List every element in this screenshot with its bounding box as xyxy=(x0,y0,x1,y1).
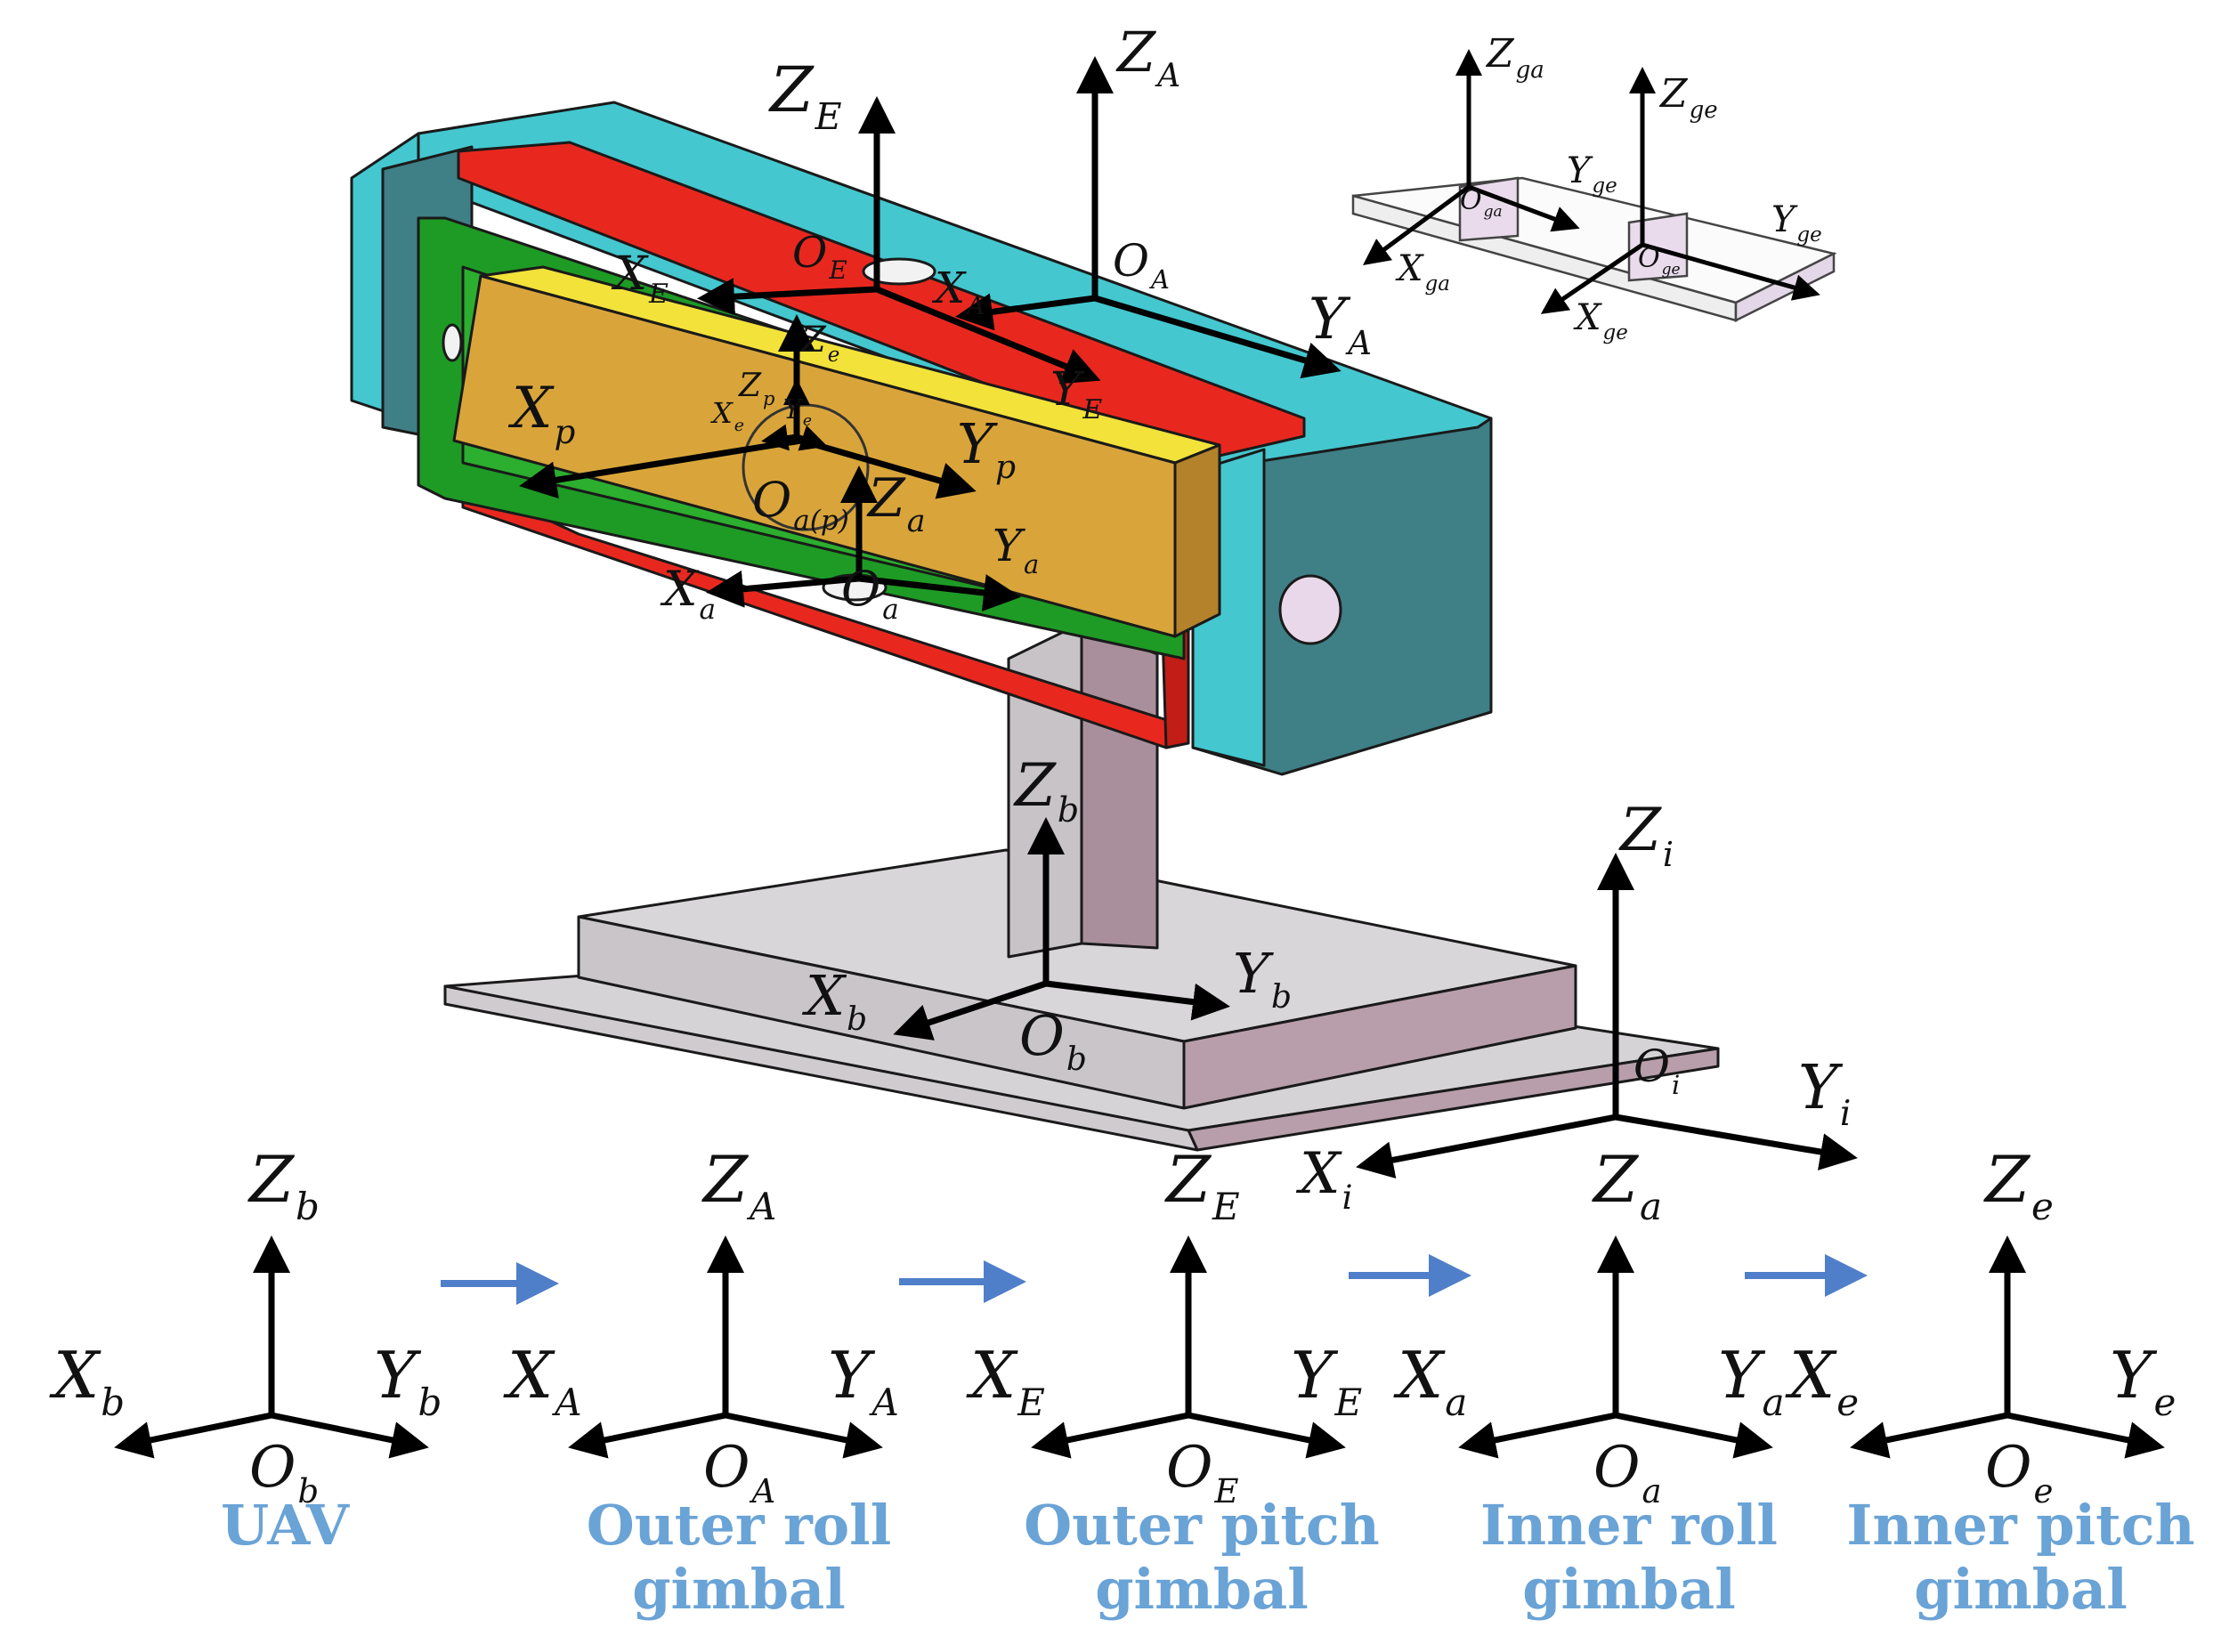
chain-label-o-1: Ob xyxy=(249,1435,319,1510)
label-YE: YE xyxy=(1050,363,1102,425)
chain-caption-2-line-2: gimbal xyxy=(632,1557,846,1622)
chain-label-y-4: Ya xyxy=(1718,1338,1785,1424)
inset-gimbal-sketch xyxy=(1351,176,1837,323)
chain-label-z-2: ZA xyxy=(701,1142,776,1228)
inset-label-Zga: Zga xyxy=(1485,31,1544,84)
label-XA: XA xyxy=(931,263,985,320)
label-Xa: Xa xyxy=(660,561,716,626)
label-Za: Za xyxy=(866,467,926,539)
chain-label-y-1: Yb xyxy=(374,1338,442,1424)
chain-axis-x-3 xyxy=(1031,1412,1189,1459)
chain-label-o-5: Oe xyxy=(1985,1435,2053,1510)
label-ZA: ZA xyxy=(1115,20,1180,94)
chain-axis-y-3 xyxy=(1188,1412,1346,1459)
label-YA: YA xyxy=(1309,287,1372,362)
inset-label-Xge: Xge xyxy=(1573,297,1628,344)
chain-caption-4-line-2: gimbal xyxy=(1522,1557,1736,1622)
label-Oap: Oa(p) xyxy=(752,472,849,537)
model-axes xyxy=(519,56,1858,1178)
inset-label-Xga: Xga xyxy=(1395,248,1450,296)
inset-axes xyxy=(1362,49,1820,314)
chain-caption-3-line-2: gimbal xyxy=(1095,1557,1309,1622)
chain-caption-1-line-1: UAV xyxy=(221,1493,350,1558)
label-Zp: Zp xyxy=(738,368,774,409)
chain-caption-2-line-1: Outer roll xyxy=(587,1493,892,1558)
chain-caption-5-line-2: gimbal xyxy=(1914,1557,2128,1622)
label-ZE: ZE xyxy=(768,53,842,138)
chain-axis-x-1 xyxy=(114,1412,272,1459)
label-Xb: Xb xyxy=(802,963,867,1038)
chain-label-z-4: Za xyxy=(1592,1142,1662,1228)
chain-label-x-1: Xb xyxy=(49,1338,125,1424)
chain-label-y-3: YE xyxy=(1291,1338,1362,1424)
label-Yb: Yb xyxy=(1233,941,1292,1016)
label-Yi: Yi xyxy=(1798,1053,1851,1134)
chain-axis-y-2 xyxy=(725,1412,883,1459)
chain-label-x-3: XE xyxy=(966,1338,1045,1424)
label-OE: OE xyxy=(792,228,847,285)
label-XE: XE xyxy=(611,247,669,310)
label-Ob: Ob xyxy=(1019,1003,1087,1078)
chain-caption-5-line-1: Inner pitch xyxy=(1846,1493,2194,1558)
chain-caption-4-line-1: Inner roll xyxy=(1480,1493,1778,1558)
label-Ze: Ze xyxy=(799,320,839,367)
chain-axis-x-4 xyxy=(1458,1412,1617,1459)
label-OA: OA xyxy=(1113,235,1170,295)
label-Zi: Zi xyxy=(1618,796,1674,874)
inset-label-Yge2: Yge xyxy=(1771,199,1822,247)
chain-label-x-5: Xe xyxy=(1785,1338,1859,1424)
label-Oi: Oi xyxy=(1633,1041,1680,1100)
inset-label-Zge: Zge xyxy=(1658,71,1718,124)
label-Oa: Oa xyxy=(841,561,899,626)
label-Zb: Zb xyxy=(1013,751,1079,830)
chain-label-o-2: OA xyxy=(703,1435,775,1510)
chain-axis-y-5 xyxy=(2006,1412,2165,1459)
label-Xi: Xi xyxy=(1295,1141,1352,1217)
label-Yp: Yp xyxy=(957,411,1016,486)
base-block xyxy=(577,848,1577,1110)
chain-axis-y-1 xyxy=(271,1412,429,1459)
chain-caption-3-line-1: Outer pitch xyxy=(1024,1493,1380,1558)
chain-label-x-4: Xa xyxy=(1393,1338,1467,1424)
chain-axis-x-5 xyxy=(1850,1412,2008,1459)
chain-label-z-5: Ze xyxy=(1983,1142,2054,1228)
chain-axis-x-2 xyxy=(568,1412,726,1459)
chain-label-y-5: Ye xyxy=(2110,1338,2176,1424)
chain-label-y-2: YA xyxy=(828,1338,899,1424)
chain-label-z-1: Zb xyxy=(247,1142,320,1228)
label-Xp: Xp xyxy=(507,376,575,451)
inset-label-Yge1: Yge xyxy=(1567,150,1617,198)
chain-arrows xyxy=(441,1254,1868,1305)
chain-label-x-2: XA xyxy=(503,1338,582,1424)
chain-label-z-3: ZE xyxy=(1164,1142,1240,1228)
chain-label-o-4: Oa xyxy=(1593,1435,1662,1510)
label-Ya: Ya xyxy=(993,520,1039,579)
payload xyxy=(452,265,1221,638)
chain-label-o-3: OE xyxy=(1166,1435,1238,1510)
chain-axis-y-4 xyxy=(1615,1412,1773,1459)
